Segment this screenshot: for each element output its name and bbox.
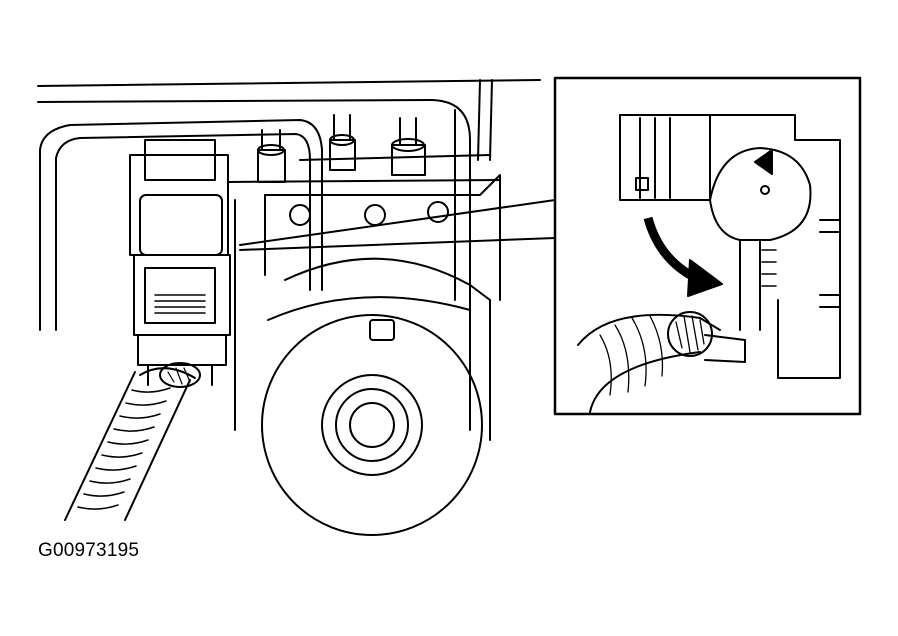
figure-id-label: G00973195 <box>38 540 140 561</box>
pump-motor <box>261 257 491 536</box>
tube-fittings <box>257 114 449 226</box>
abs-electrical-connector <box>129 139 231 386</box>
inset-detail-view <box>553 76 862 416</box>
brake-lines <box>37 79 541 331</box>
wiring-harness <box>64 362 201 521</box>
inset-wiring-harness <box>577 311 746 413</box>
inset-connector-body <box>619 114 841 379</box>
callout-leader <box>239 199 556 251</box>
curved-arrow-icon <box>643 216 723 297</box>
triangle-latch-icon <box>709 147 812 331</box>
